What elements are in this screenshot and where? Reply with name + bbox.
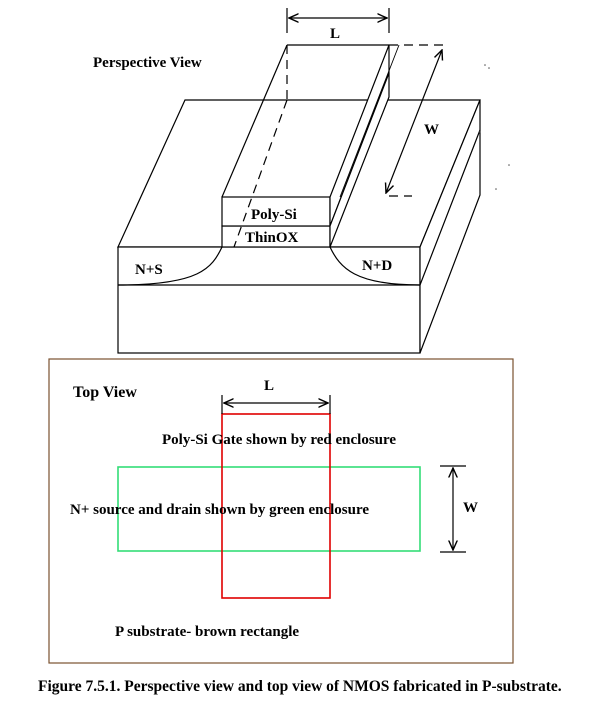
length-label-top: L — [330, 26, 340, 42]
perspective-view — [117, 8, 481, 354]
source-diffusion-curve — [117, 246, 223, 286]
gate-note: Poly-Si Gate shown by red enclosure — [162, 432, 396, 448]
drain-label: N+D — [362, 258, 392, 274]
source-drain-note: N+ source and drain shown by green enclo… — [70, 502, 369, 518]
top-length-dimension — [221, 395, 331, 414]
top-view-title: Top View — [73, 384, 137, 401]
source-label: N+S — [135, 262, 163, 278]
poly-si-label: Poly-Si — [251, 207, 297, 223]
source-drain-enclosure — [117, 466, 421, 552]
substrate-note: P substrate- brown rectangle — [115, 624, 299, 640]
thin-oxide-label: ThinOX — [245, 230, 299, 246]
drain-diffusion-curve — [329, 246, 421, 286]
top-width-label: W — [463, 500, 478, 516]
stray-dots — [479, 64, 510, 190]
top-length-label: L — [264, 378, 274, 394]
poly-si-front — [221, 196, 331, 227]
figure-caption: Figure 7.5.1. Perspective view and top v… — [38, 678, 562, 695]
p-substrate-rectangle — [48, 358, 514, 664]
gate-stack — [221, 44, 400, 248]
hidden-edges — [233, 44, 444, 248]
length-dimension — [286, 8, 390, 33]
perspective-view-title: Perspective View — [93, 55, 202, 71]
width-label-perspective: W — [424, 122, 439, 138]
top-view — [48, 358, 514, 664]
width-dimension-arrow — [386, 50, 442, 193]
poly-gate-enclosure — [221, 413, 331, 599]
top-width-dimension — [440, 465, 466, 553]
